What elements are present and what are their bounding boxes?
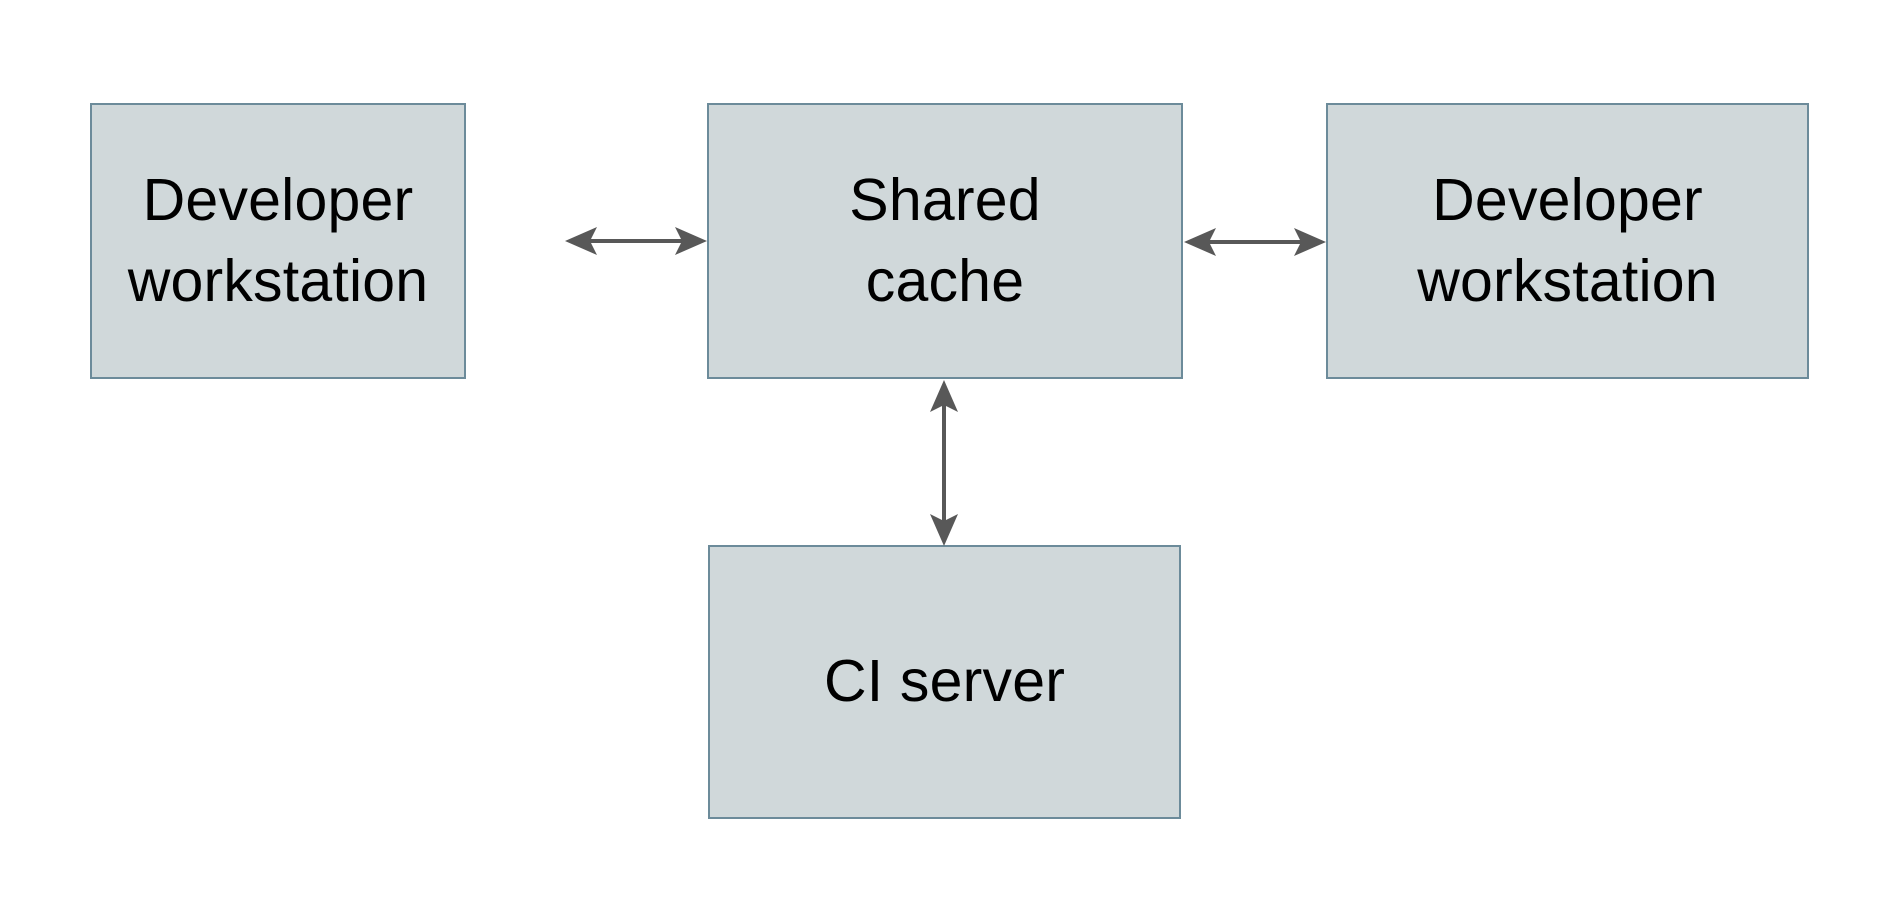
edge-dev-left-to-cache[interactable] [563,215,709,267]
node-shared-cache[interactable]: Shared cache [707,103,1183,379]
edge-cache-to-dev-right[interactable] [1182,216,1328,268]
node-developer-workstation-left[interactable]: Developer workstation [90,103,466,379]
node-ci-server[interactable]: CI server [708,545,1181,819]
node-label: CI server [823,648,1066,715]
node-label: Shared cache [849,166,1041,314]
double-arrow-icon [930,380,958,546]
node-label: Developer workstation [127,166,429,314]
double-arrow-icon [1184,228,1326,256]
node-label: Developer workstation [1417,166,1718,314]
edge-cache-to-ci-server[interactable] [918,378,970,548]
node-developer-workstation-right[interactable]: Developer workstation [1326,103,1809,379]
double-arrow-icon [565,227,707,255]
